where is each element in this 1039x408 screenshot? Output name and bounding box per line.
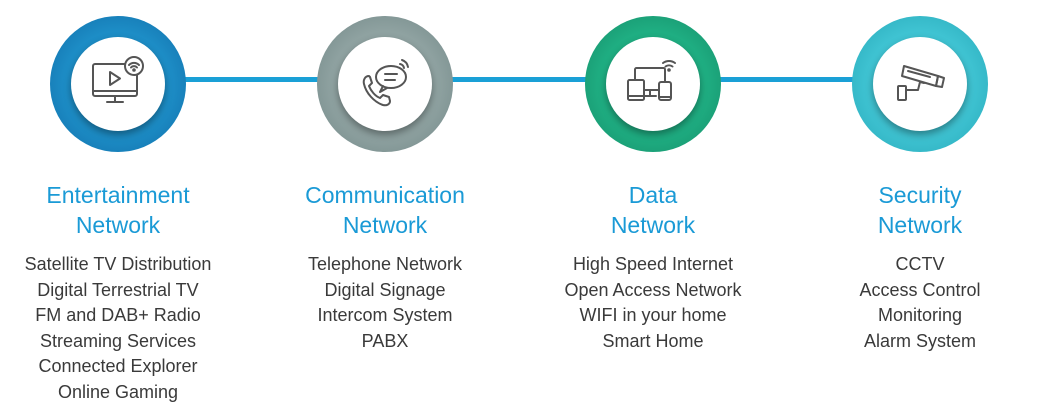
entertainment-ring (50, 16, 186, 152)
data-ring (585, 16, 721, 152)
data-title: Data Network (538, 180, 768, 240)
communication-title: Communication Network (270, 180, 500, 240)
list-item: Streaming Services (39, 330, 197, 351)
communication-icon-badge (338, 37, 432, 131)
list-item: Open Access Network (564, 279, 742, 300)
phone-chat-icon (362, 59, 409, 107)
list-item: Intercom System (317, 305, 453, 326)
list-item: High Speed Internet (572, 254, 734, 274)
list-item: Telephone Network (307, 254, 463, 274)
entertainment-title-line1: Entertainment (46, 182, 190, 208)
list-item: Digital Signage (324, 279, 446, 300)
list-item: CCTV (895, 254, 945, 274)
security-title-line2: Network (877, 212, 963, 238)
data-title-line1: Data (628, 182, 678, 208)
security-network-column: Security Network CCTV Access Control Mon… (805, 16, 1035, 354)
communication-ring (317, 16, 453, 152)
communication-title-line2: Network (342, 212, 428, 238)
connector-line (118, 77, 922, 82)
security-icon-badge (873, 37, 967, 131)
entertainment-title-line2: Network (75, 212, 161, 238)
entertainment-title: Entertainment Network (3, 180, 233, 240)
list-item: Smart Home (602, 330, 704, 351)
data-icon-badge (606, 37, 700, 131)
list-item: Online Gaming (57, 381, 179, 402)
entertainment-items: Satellite TV Distribution Digital Terres… (3, 252, 233, 406)
list-item: Connected Explorer (38, 356, 198, 377)
communication-network-column: Communication Network Telephone Network … (270, 16, 500, 354)
data-title-line2: Network (610, 212, 696, 238)
list-item: Alarm System (863, 330, 977, 351)
list-item: PABX (361, 330, 409, 351)
list-item: Digital Terrestrial TV (37, 279, 199, 300)
data-items: High Speed Internet Open Access Network … (538, 252, 768, 354)
cctv-camera-icon (897, 65, 945, 101)
list-item: FM and DAB+ Radio (35, 305, 201, 326)
security-title: Security Network (805, 180, 1035, 240)
list-item: Monitoring (877, 305, 963, 326)
communication-items: Telephone Network Digital Signage Interc… (270, 252, 500, 354)
list-item: Satellite TV Distribution (24, 254, 212, 274)
data-network-column: Data Network High Speed Internet Open Ac… (538, 16, 768, 354)
devices-wifi-icon (627, 60, 676, 101)
entertainment-network-column: Entertainment Network Satellite TV Distr… (3, 16, 233, 406)
security-items: CCTV Access Control Monitoring Alarm Sys… (805, 252, 1035, 354)
tv-play-wifi-icon (92, 56, 144, 103)
list-item: WIFI in your home (579, 305, 727, 326)
security-ring (852, 16, 988, 152)
communication-title-line1: Communication (305, 182, 465, 208)
security-title-line1: Security (878, 182, 962, 208)
entertainment-icon-badge (71, 37, 165, 131)
list-item: Access Control (859, 279, 981, 300)
